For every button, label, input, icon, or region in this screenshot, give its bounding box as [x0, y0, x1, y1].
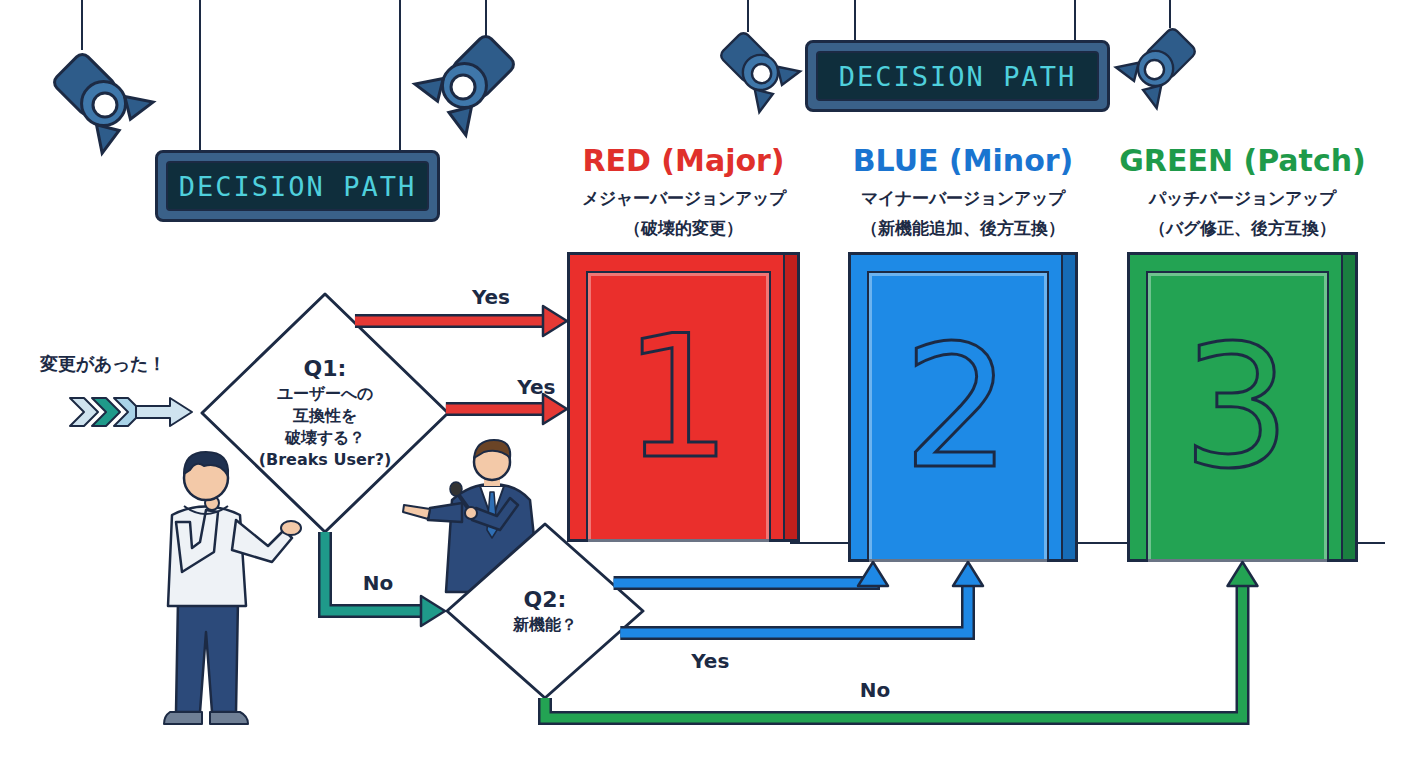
door-number-wrap: 3: [1130, 255, 1343, 559]
door-side: [1061, 255, 1075, 559]
version-door: BLUE (Minor)マイナーバージョンアップ （新機能追加、後方互換）2: [848, 252, 1078, 562]
decision-diamond: Q1:ユーザーへの 互換性を 破壊する？ (Breaks User?): [200, 292, 450, 534]
diamond-content: Q2:新機能？: [445, 522, 645, 700]
arrow-head: [1228, 562, 1258, 586]
arrow-outline: [545, 580, 1243, 718]
arrow-head: [421, 596, 445, 626]
diamond-shape: [447, 524, 643, 698]
edge-label: Yes: [472, 285, 510, 309]
edge-label: Yes: [691, 649, 729, 673]
door-heading: GREEN (Patch): [1083, 143, 1403, 179]
sign-display: DECISION PATH: [816, 51, 1099, 101]
flow-arrow: [446, 394, 567, 424]
door-number: 1: [623, 312, 731, 482]
arrow-head: [953, 562, 983, 586]
version-door: GREEN (Patch)パッチバージョンアップ （バグ修正、後方互換）3: [1127, 252, 1358, 562]
arrow-outline: [355, 314, 549, 328]
question-number: Q1:: [304, 355, 347, 383]
arrow-head: [543, 306, 567, 336]
arrow-head: [858, 562, 888, 586]
edge-label: Yes: [517, 375, 555, 399]
sign-board: DECISION PATH: [805, 40, 1110, 112]
arrow-outline: [614, 580, 873, 583]
hanging-wire: [82, 0, 1170, 150]
sign-board: DECISION PATH: [155, 150, 440, 222]
sign-display: DECISION PATH: [166, 161, 429, 211]
door-description: マイナーバージョンアップ （新機能追加、後方互換）: [828, 183, 1098, 243]
edge-label: No: [363, 571, 393, 595]
door-number: 2: [903, 322, 1011, 492]
arrow-outline: [446, 402, 549, 416]
arrow-head: [543, 394, 567, 424]
door-number-wrap: 1: [570, 255, 785, 539]
spotlight: [1116, 19, 1205, 108]
flow-arrow: [614, 562, 888, 586]
start-chevrons: [70, 398, 192, 426]
diamond-content: Q1:ユーザーへの 互換性を 破壊する？ (Breaks User?): [200, 292, 450, 534]
arrow-body: [446, 405, 549, 414]
version-door: RED (Major)メジャーバージョンアップ （破壊的変更）1: [567, 252, 800, 542]
arrow-body: [325, 532, 427, 611]
door-heading: BLUE (Minor): [803, 143, 1123, 179]
door-side: [783, 255, 797, 539]
thinking-person: [164, 452, 301, 724]
arrow-body: [545, 580, 1243, 718]
arrow-body: [614, 580, 873, 583]
diamond-shape: [202, 294, 448, 532]
arrow-outline: [620, 580, 968, 633]
door-number: 3: [1182, 322, 1290, 492]
question-text: 新機能？: [489, 614, 601, 636]
flow-arrow: [620, 562, 983, 633]
question-text: ユーザーへの 互換性を 破壊する？ (Breaks User?): [255, 383, 395, 471]
decision-diamond: Q2:新機能？: [445, 522, 645, 700]
arrow-body: [355, 317, 549, 326]
flow-arrow: [355, 306, 567, 336]
sign-text: DECISION PATH: [179, 171, 416, 202]
spotlight: [711, 23, 800, 112]
door-description: パッチバージョンアップ （バグ修正、後方互換）: [1108, 183, 1378, 243]
question-number: Q2:: [524, 586, 567, 614]
arrow-outline: [325, 532, 427, 611]
flow-arrow: [545, 562, 1258, 718]
flow-arrow: [325, 532, 445, 626]
spotlight: [415, 23, 527, 135]
arrow-body: [620, 580, 968, 633]
door-number-wrap: 2: [851, 255, 1063, 559]
door-side: [1341, 255, 1355, 559]
door-description: メジャーバージョンアップ （破壊的変更）: [549, 183, 819, 243]
edge-label: No: [860, 678, 890, 702]
spotlight: [41, 41, 153, 153]
sign-text: DECISION PATH: [839, 61, 1076, 92]
door-heading: RED (Major): [524, 143, 844, 179]
start-label: 変更があった！: [40, 352, 166, 376]
